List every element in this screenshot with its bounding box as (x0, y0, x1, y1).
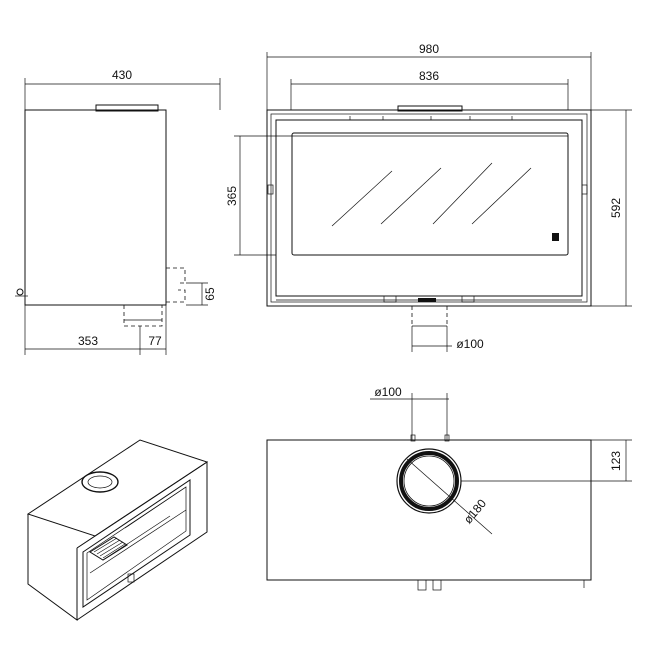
front-glass-height-label: 365 (225, 186, 239, 206)
front-logo-mark (552, 233, 559, 241)
left-hinge (267, 184, 274, 195)
front-ash-handle (418, 298, 436, 302)
side-body (24, 109, 167, 306)
iso-grate (89, 536, 128, 561)
side-depth-label: 430 (112, 68, 132, 82)
front-width-total-label: 980 (419, 42, 439, 56)
side-flue-stub (123, 305, 163, 327)
top-bottom-tab-left (417, 579, 427, 591)
top-collar-leader (406, 458, 493, 535)
iso-left-face (27, 514, 78, 621)
front-width-inner-label: 836 (419, 69, 439, 83)
top-tab-left (410, 434, 416, 442)
front-glass-panel (291, 132, 569, 256)
isometric-view (26, 439, 209, 621)
front-top-bolts (349, 116, 513, 120)
front-height-total-label: 592 (609, 198, 623, 218)
side-top-collar (95, 104, 159, 112)
front-bottom-vent-right (461, 295, 475, 303)
top-collar-ring (399, 451, 459, 511)
top-flue-diameter-label: ø100 (374, 385, 402, 399)
top-offset-label: 123 (609, 451, 623, 471)
front-flue-stub (411, 306, 448, 326)
side-bracket (166, 267, 186, 303)
front-top-collar (397, 105, 463, 112)
front-inner-frame (270, 113, 588, 303)
iso-flue-inner (87, 475, 113, 489)
glass-reflection-lines (331, 162, 532, 227)
iso-glass (86, 486, 187, 601)
iso-edge (76, 535, 96, 549)
top-tab-right (444, 434, 450, 442)
front-view: 980 836 (225, 42, 632, 352)
top-collar-outer (396, 448, 462, 514)
side-handle-knob (16, 288, 24, 296)
front-flue-diameter-label: ø100 (456, 337, 484, 351)
front-outer-frame (266, 109, 592, 307)
side-bottom-depth-label: 353 (78, 334, 98, 348)
side-view: 430 65 353 77 (15, 68, 221, 355)
front-bottom-vent-left (383, 295, 397, 303)
iso-door-frame (82, 479, 191, 608)
top-collar-inner (403, 455, 455, 507)
top-view: ø100 ø180 123 (266, 385, 632, 591)
top-collar-diameter-label: ø180 (461, 496, 490, 526)
right-hinge (581, 184, 588, 195)
top-bottom-tab-right (432, 579, 442, 591)
iso-front-face (76, 461, 208, 621)
side-height-small-label: 65 (203, 287, 217, 301)
top-body (266, 439, 592, 581)
front-door-frame (275, 119, 583, 297)
iso-handle (127, 573, 135, 583)
iso-grate-bars (93, 537, 126, 559)
side-offset-label: 77 (148, 334, 162, 348)
iso-flue-ring (81, 471, 119, 493)
